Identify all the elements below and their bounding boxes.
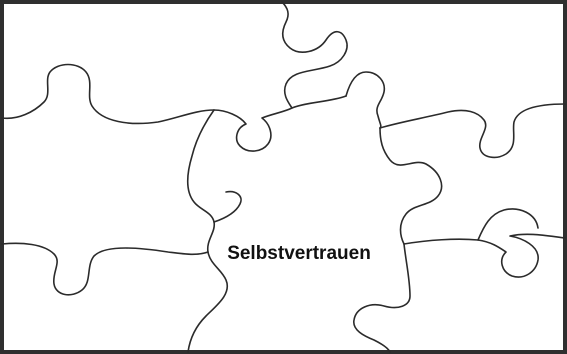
cut-line-top-left xyxy=(1,63,215,125)
cut-line-lower-left xyxy=(1,242,209,296)
cut-line-right-lower xyxy=(403,233,566,278)
cut-line-lower-right-vertical xyxy=(353,243,411,353)
puzzle-piece-label: Selbstvertrauen xyxy=(227,243,371,264)
cut-line-middle-left-knob xyxy=(213,190,242,223)
cut-line-right-lower-knob xyxy=(477,208,539,241)
cut-line-top-right-knob xyxy=(345,71,386,129)
cut-line-upper-vertical xyxy=(281,1,348,109)
cut-line-middle-left-vertical xyxy=(186,109,229,353)
cut-line-middle-right-vertical xyxy=(379,127,443,245)
cut-line-top-right xyxy=(379,103,566,159)
cut-line-top-middle xyxy=(213,95,347,152)
